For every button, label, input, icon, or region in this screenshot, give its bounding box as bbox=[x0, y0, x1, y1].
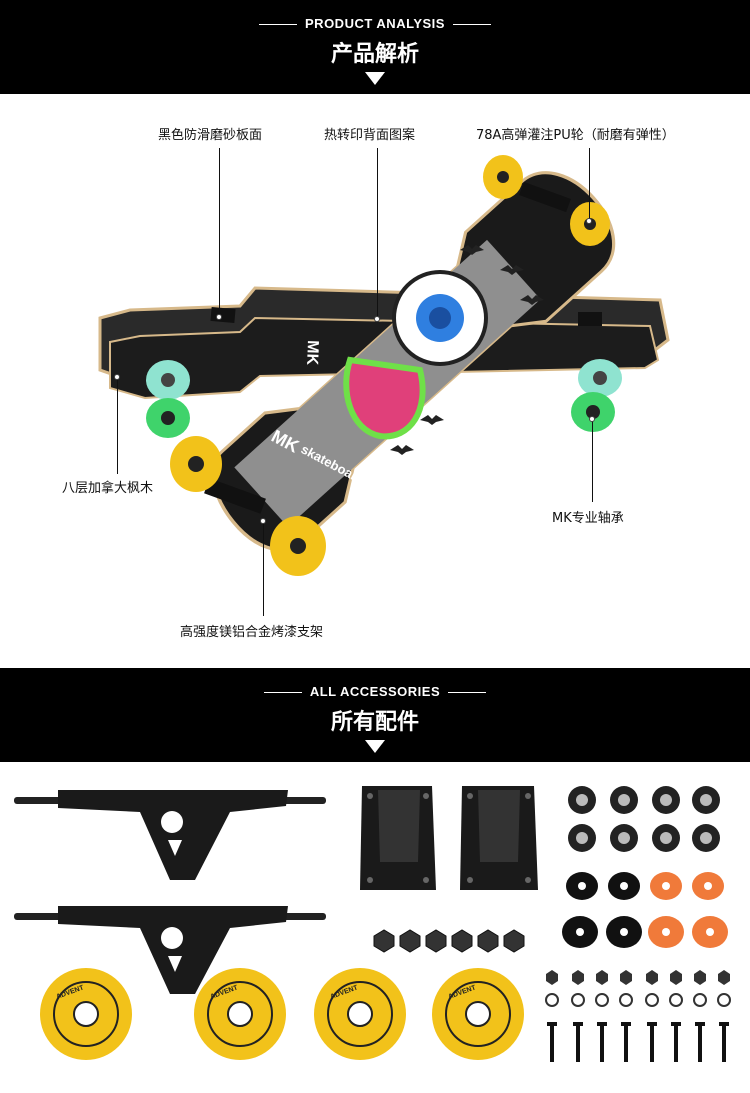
callout-dot bbox=[589, 416, 595, 422]
leader-line bbox=[117, 378, 118, 474]
callout-dot bbox=[114, 374, 120, 380]
bolt-row bbox=[547, 1022, 729, 1062]
yellow-wheel-part: ADVENT bbox=[314, 968, 406, 1060]
washer-row bbox=[545, 993, 731, 1007]
leader-line bbox=[592, 420, 593, 502]
tongue-graphic bbox=[343, 356, 426, 440]
yellow-wheel-part: ADVENT bbox=[194, 968, 286, 1060]
truck-part bbox=[14, 790, 326, 880]
all-accessories-heading-en: ALL ACCESSORIES bbox=[0, 684, 750, 699]
callout-dot bbox=[374, 316, 380, 322]
skateboard-illustration: MK MK skateboard bbox=[98, 155, 670, 576]
callout-deck-surface: 黑色防滑磨砂板面 bbox=[158, 128, 263, 143]
down-arrow-icon bbox=[365, 72, 385, 85]
callout-maple: 八层加拿大枫木 bbox=[62, 481, 154, 496]
yellow-wheel-part: ADVENT bbox=[432, 968, 524, 1060]
callout-dot bbox=[260, 518, 266, 524]
product-analysis-heading-zh: 产品解析 bbox=[330, 42, 419, 67]
leader-line bbox=[589, 148, 590, 220]
callout-wheels: 78A高弹灌注PU轮（耐磨有弹性） bbox=[476, 128, 675, 143]
svg-text:MK: MK bbox=[303, 340, 321, 366]
leader-line bbox=[377, 148, 378, 318]
baseplate-part bbox=[460, 786, 538, 890]
leader-line bbox=[219, 148, 220, 316]
product-analysis-banner: PRODUCT ANALYSIS 产品解析 bbox=[0, 0, 750, 94]
callout-dot bbox=[216, 314, 222, 320]
callout-bearing: MK专业轴承 bbox=[552, 511, 624, 526]
product-analysis-heading-en: PRODUCT ANALYSIS bbox=[0, 16, 750, 31]
callout-dot bbox=[586, 218, 592, 224]
baseplate-part bbox=[360, 786, 436, 890]
all-accessories-banner: ALL ACCESSORIES 所有配件 bbox=[0, 668, 750, 762]
leader-line bbox=[263, 522, 264, 616]
small-nut-row bbox=[546, 970, 730, 985]
callout-truck: 高强度镁铝合金烤漆支架 bbox=[180, 625, 324, 640]
down-arrow-icon bbox=[365, 740, 385, 753]
callout-heat-transfer: 热转印背面图案 bbox=[324, 128, 416, 143]
all-accessories-heading-zh: 所有配件 bbox=[330, 710, 419, 735]
accessories-illustration: ADVENT ADVENT ADVENT ADVENT bbox=[14, 786, 731, 1062]
nut-row bbox=[373, 929, 525, 953]
bushing-grid bbox=[562, 872, 728, 948]
yellow-wheel-part: ADVENT bbox=[40, 968, 132, 1060]
truck-part bbox=[14, 906, 326, 994]
bearing-grid bbox=[568, 786, 720, 852]
